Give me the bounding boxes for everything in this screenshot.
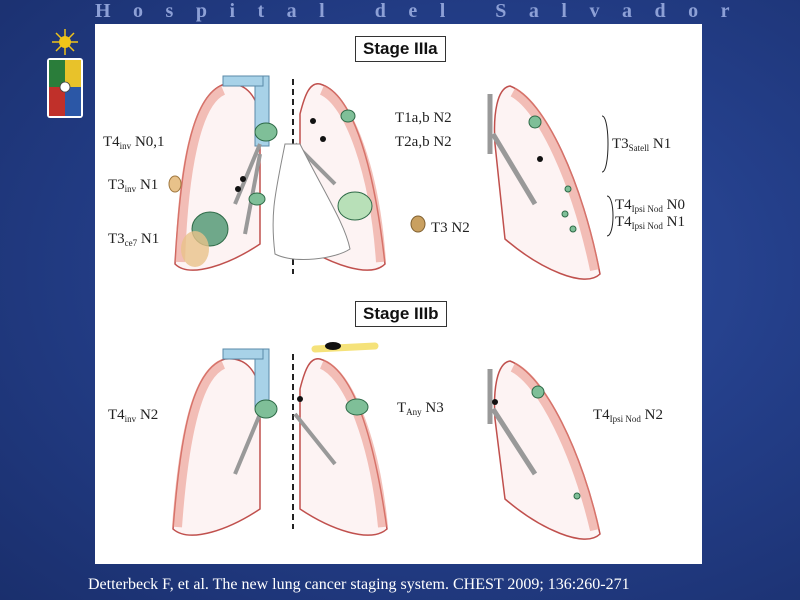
label-t3-n2: T3 N2 [431,220,470,236]
stage-a-single-lung [487,85,614,280]
label-t4-ipsi-n0: T4Ipsi Nod N0 [615,197,686,214]
label-t4-ipsi-n1: T4Ipsi Nod N1 [615,214,686,231]
stage-b-single-lung [487,360,601,540]
lung-diagram-drawing [168,75,614,540]
label-t3-ce7-n1: T3ce7 N1 [108,231,160,248]
label-t2ab-n2: T2a,b N2 [395,134,452,150]
label-t4-inv-n2: T4inv N2 [108,407,159,424]
citation-text: Detterbeck F, et al. The new lung cancer… [88,576,630,593]
label-t3-satell-n1: T3Satell N1 [612,136,672,153]
label-t1ab-n2: T1a,b N2 [395,110,452,126]
stage-a-bilateral-lungs [168,75,426,274]
stage-b-bilateral-lungs [172,342,388,536]
lung-staging-figure: Stage IIIa Stage IIIb T4inv N0,1 T3inv N… [95,24,702,564]
label-t3-inv-n1: T3inv N1 [108,177,159,194]
label-t4-inv-n01: T4inv N0,1 [103,134,165,151]
sun-emblem-icon [52,29,78,55]
hospital-header-title: Hospital del Salvador [95,0,752,22]
stage-iiia-title: Stage IIIa [355,36,446,62]
hospital-crest-logo [47,29,83,118]
stage-iiib-title: Stage IIIb [355,301,447,327]
label-t4-ipsi-n2: T4Ipsi Nod N2 [593,407,664,424]
label-tany-n3: TAny N3 [397,400,444,417]
